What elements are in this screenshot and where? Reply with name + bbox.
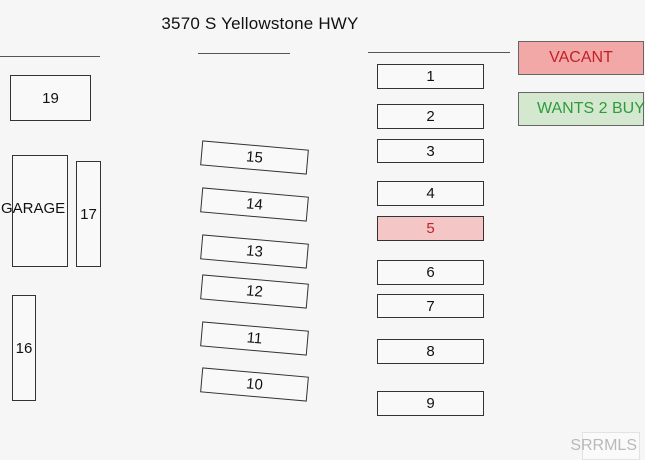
lot-1[interactable]: 1 [377,64,484,89]
legend-wants-to-buy: WANTS 2 BUY [518,92,645,126]
lot-19[interactable]: 19 [10,75,91,121]
lot-6[interactable]: 6 [377,260,484,285]
lot-13[interactable]: 13 [200,234,309,269]
lot-12[interactable]: 12 [200,274,309,309]
lot-14[interactable]: 14 [200,187,309,222]
lot-3[interactable]: 3 [377,139,484,163]
lot-4[interactable]: 4 [377,181,484,206]
divider-left [0,56,100,57]
lot-7[interactable]: 7 [377,294,484,318]
lot-5[interactable]: 5 [377,216,484,241]
lot-10[interactable]: 10 [200,367,309,402]
map-title: 3570 S Yellowstone HWY [161,14,359,33]
lot-2[interactable]: 2 [377,104,484,129]
divider-center [198,53,290,54]
lot-17[interactable]: 17 [76,161,101,267]
divider-right [368,52,510,53]
garage-label: GARAGE [1,200,66,217]
lot-8[interactable]: 8 [377,339,484,364]
lot-15[interactable]: 15 [200,140,309,175]
legend-vacant: VACANT [518,41,644,75]
lot-11[interactable]: 11 [200,321,309,356]
garage-box[interactable] [12,155,68,267]
watermark-logo: SRRMLS [570,432,640,460]
lot-9[interactable]: 9 [377,391,484,416]
lot-16[interactable]: 16 [12,295,36,401]
